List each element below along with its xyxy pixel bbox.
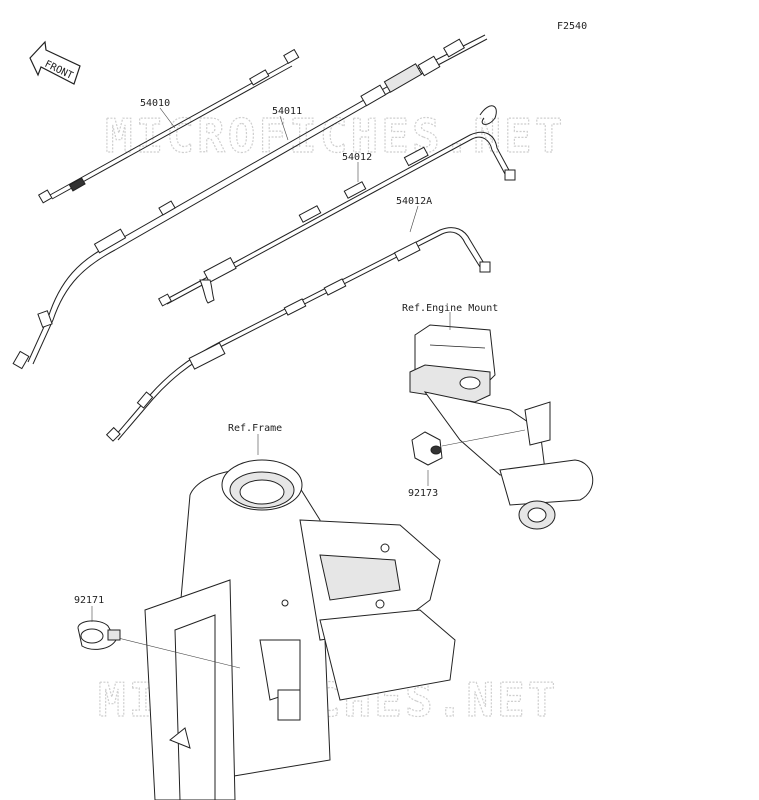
part-92171 xyxy=(77,620,121,650)
diagram-code: F2540 xyxy=(557,21,587,32)
cable-54011 xyxy=(12,34,488,370)
front-arrow-icon: FRONT xyxy=(29,40,81,85)
frame xyxy=(109,459,456,800)
cable-54010 xyxy=(37,48,300,204)
watermark-top: MICROFICHES.NET xyxy=(105,109,565,163)
ref-frame-label: Ref.Frame xyxy=(228,423,282,434)
engine-mount xyxy=(409,324,594,530)
part-92173 xyxy=(411,429,526,466)
part-label-92171: 92171 xyxy=(74,595,104,606)
cable-54012A xyxy=(105,227,491,442)
part-label-54011: 54011 xyxy=(272,106,302,117)
part-label-54012A: 54012A xyxy=(396,196,432,207)
cable-54012 xyxy=(158,105,516,307)
part-label-54010: 54010 xyxy=(140,98,170,109)
part-label-54012: 54012 xyxy=(342,152,372,163)
part-label-92173: 92173 xyxy=(408,488,438,499)
ref-engine-mount-label: Ref.Engine Mount xyxy=(402,303,498,314)
